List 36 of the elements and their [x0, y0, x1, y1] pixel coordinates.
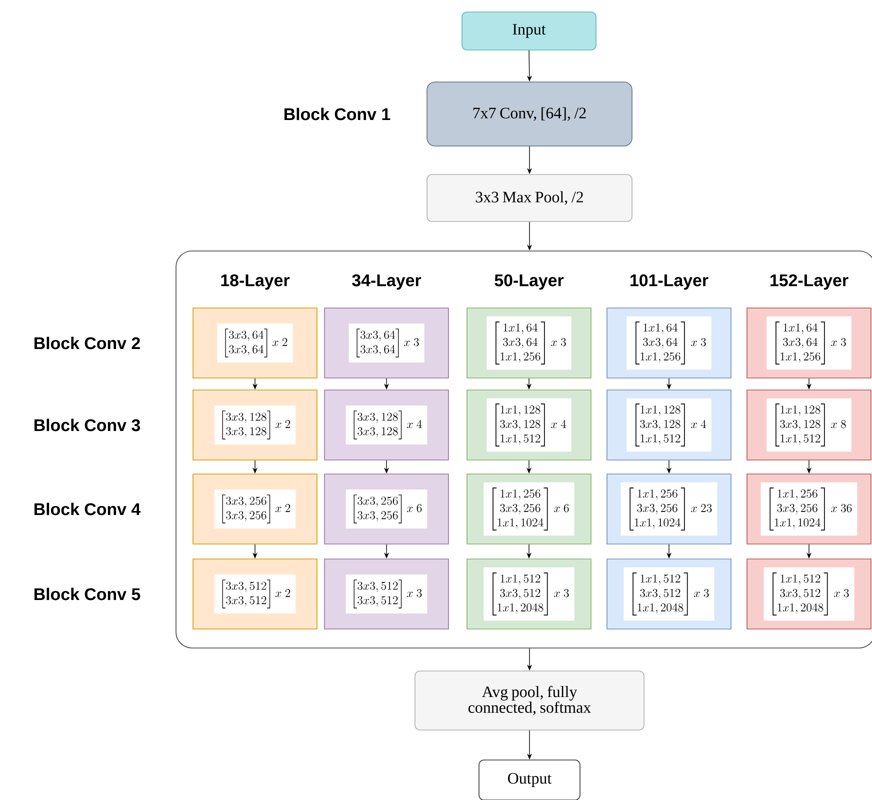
row-label: Block Conv 2: [34, 336, 140, 350]
process-box: 7x7 Conv, [64], /2: [426, 82, 632, 146]
layer-block: $\begin{bmatrix}3x3, 256\\3x3, 256\end{bmatrix} x\ 2$: [192, 474, 318, 544]
column-header: 50-Layer: [494, 274, 564, 290]
process-box: 3x3 Max Pool, /2: [426, 174, 632, 222]
layer-block: $\begin{bmatrix}1x1, 64\\3x3,64\\1x1,256\end{bmatrix} x\ 3$: [746, 308, 872, 378]
column-header: 101-Layer: [630, 274, 708, 290]
layer-block: $\begin{bmatrix}1x1, 64\\3x3,64\\1x1,256\end{bmatrix} x\ 3$: [606, 308, 732, 378]
layer-block: $\begin{bmatrix}1x1, 256\\3x3,256\\1x1,1024\end{bmatrix} x\ 23$: [606, 474, 732, 544]
process-box: Avg pool, fully connected, softmax: [414, 670, 644, 730]
column-header: 34-Layer: [352, 274, 422, 290]
row-label: Block Conv 5: [34, 588, 140, 600]
layer-block: $\begin{bmatrix}1x1, 128\\3x3,128\\1x1,512\end{bmatrix} x\ 4$: [606, 390, 732, 460]
layer-block: $\begin{bmatrix}1x1, 512\\3x3,512\\1x1,2048\end{bmatrix} x\ 3$: [466, 558, 592, 630]
row-label: Block Conv 4: [34, 502, 141, 516]
layer-block: $\begin{bmatrix}1x1, 256\\3x3,256\\1x1,1024\end{bmatrix} x\ 36$: [746, 474, 872, 544]
layer-block: $\begin{bmatrix}1x1, 512\\3x3,512\\1x1,2048\end{bmatrix} x\ 3$: [746, 558, 872, 630]
layer-block: $\begin{bmatrix}3x3, 512\\3x3,512\end{bmatrix} x\ 2$: [192, 558, 318, 630]
row-label: Block Conv 1: [284, 108, 390, 120]
layer-block: $\begin{bmatrix}3x3, 256\\3x3, 256\end{bmatrix} x\ 6$: [324, 474, 449, 544]
output-box: Output: [478, 760, 580, 800]
column-header: 18-Layer: [221, 274, 290, 290]
layer-block: $\begin{bmatrix}1x1, 512\\3x3,512\\1x1,2048\end{bmatrix} x\ 3$: [606, 558, 732, 630]
row-label: Block Conv 3: [34, 418, 140, 432]
column-header: 152-Layer: [770, 274, 848, 290]
layer-block: $\begin{bmatrix}1x1, 128\\3x3,128\\1x1,512\end{bmatrix} x\ 8$: [746, 390, 872, 460]
layer-block: $\begin{bmatrix}3x3, 128\\3x3, 128\end{bmatrix} x\ 2$: [192, 390, 318, 460]
panel: [176, 250, 872, 648]
layer-block: $\begin{bmatrix}3x3, 128\\3x3, 128\end{bmatrix} x\ 4$: [324, 390, 449, 460]
input-box: Input: [462, 12, 596, 50]
layer-block: $\begin{bmatrix}3x3, 64\\3x3, 64\end{bmatrix} x\ 3$: [324, 308, 449, 378]
layer-block: $\begin{bmatrix}3x3, 512\\3x3,512\end{bmatrix} x\ 3$: [324, 558, 449, 630]
layer-block: $\begin{bmatrix}1x1, 256\\3x3,256\\1x1,1024\end{bmatrix} x\ 6$: [466, 474, 592, 544]
layer-block: $\begin{bmatrix}3x3, 64\\3x3, 64\end{bmatrix} x\ 2$: [192, 308, 318, 378]
layer-block: $\begin{bmatrix}1x1, 128\\3x3,128\\1x1,512\end{bmatrix} x\ 4$: [466, 390, 592, 460]
layer-block: $\begin{bmatrix}1x1, 64\\3x3,64\\1x1,256\end{bmatrix} x\ 3$: [466, 308, 592, 378]
